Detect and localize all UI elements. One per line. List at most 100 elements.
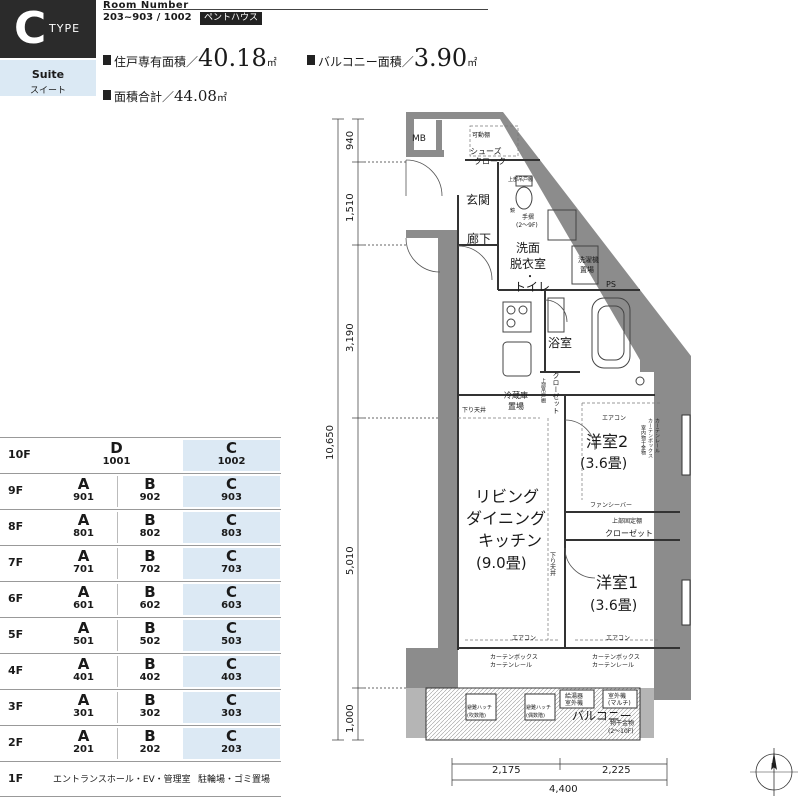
wall-top-diagonal <box>406 112 691 700</box>
ldk-label-3: キッチン <box>478 531 542 550</box>
handrail-label-2: (2～9F) <box>516 222 538 229</box>
horizontal-dimensions <box>451 758 668 786</box>
closet-vertical-label: クローゼット <box>552 372 560 414</box>
aircon-label-room2: エアコン <box>602 415 626 422</box>
dim-v1: 940 <box>345 131 356 150</box>
total-area-unit: ㎡ <box>216 93 227 104</box>
wall-sw-block <box>406 648 458 688</box>
room1-size: (3.6畳) <box>590 598 637 614</box>
unit-number: 501 <box>73 636 94 647</box>
total-area-value: 44.08 <box>174 87 217 105</box>
floor-label: 2F <box>8 736 24 749</box>
unit-number: 401 <box>73 672 94 683</box>
curtain-rail-label-ldk: カーテンレール <box>490 662 532 669</box>
window-east-lower <box>681 579 691 626</box>
ldk-label-1: リビング <box>475 487 539 506</box>
unit-letter: C <box>225 475 237 493</box>
balcony-area-unit: ㎡ <box>467 58 478 69</box>
balcony-area: バルコニー面積／3.90㎡ <box>307 44 477 72</box>
unit-number: 502 <box>139 636 161 647</box>
unit-letter: C <box>225 583 237 601</box>
unit-number: 602 <box>139 600 161 611</box>
shower-pan <box>547 297 565 333</box>
ldk-label-2: ダイニング <box>466 509 546 528</box>
wall-mb-right <box>436 120 442 156</box>
evac-hatch-label-1: 避難ハッチ <box>467 704 492 711</box>
unit-letter: A <box>77 619 90 637</box>
dim-h2: 2,225 <box>602 765 631 776</box>
unit-number: 303 <box>221 708 242 719</box>
unit-letter: C <box>225 619 237 637</box>
mirror-cabinet-label: 鏡 <box>510 207 515 214</box>
unit-number: 1002 <box>217 456 246 467</box>
unit-number: 301 <box>73 708 94 719</box>
unit-number: 403 <box>221 672 242 683</box>
upper-shelf-vertical-label: 上部吊戸棚 <box>540 377 546 404</box>
corridor-door-arc <box>405 237 441 273</box>
total-area: 面積合計／44.08㎡ <box>103 86 227 105</box>
floor-label: 6F <box>8 592 24 605</box>
unit-letter: B <box>144 583 156 601</box>
balcony-wall-left <box>406 688 426 738</box>
bath-door-arc <box>544 299 568 323</box>
floor-label: 9F <box>8 484 24 497</box>
dashed-details <box>458 125 660 641</box>
entrance-door-arc <box>405 159 443 197</box>
outdoor-unit-box-1 <box>559 689 595 709</box>
unit-letter: C <box>225 547 237 565</box>
evac-hatch-1 <box>465 693 497 721</box>
toilet-bowl <box>515 186 533 210</box>
floor-label: 1F <box>8 772 24 785</box>
unit-cell-d: D 1001 <box>51 440 182 471</box>
ground-right-text: 駐輪場・ゴミ置場 <box>198 775 271 785</box>
stove <box>502 301 532 333</box>
unit-number: 1001 <box>102 456 131 467</box>
unit-number: 702 <box>139 564 161 575</box>
unit-letter: B <box>144 475 156 493</box>
ps-label: PS <box>606 280 616 289</box>
window-east-upper <box>681 414 691 476</box>
bathtub-inner <box>597 305 625 361</box>
dim-h1: 2,175 <box>492 765 521 776</box>
wall-mb-bottom <box>406 150 444 157</box>
outdoor-unit-label-3: 室外機 <box>608 692 626 700</box>
floor-row-1f: 1F エントランスホール・EV・管理室 駐輪場・ゴミ置場 <box>0 761 281 797</box>
interior-walls <box>457 159 680 650</box>
unit-letter: B <box>144 511 156 529</box>
outdoor-unit-box-2 <box>602 689 638 709</box>
unit-number: 901 <box>73 492 94 503</box>
curtain-box-label-room1: カーテンボックス <box>592 653 640 661</box>
unit-letter: A <box>77 475 90 493</box>
room-labels: MB 可動棚 シューズ クローク 上部吊戸棚 玄関 鏡 手摺 (2～9F) 廊下… <box>412 131 660 735</box>
evac-hatch-2 <box>524 693 556 721</box>
hallway-label: 廊下 <box>467 231 491 246</box>
washer-label-2: 置場 <box>580 265 594 274</box>
dim-v2: 1,510 <box>345 193 356 222</box>
suite-en: Suite <box>31 68 65 81</box>
unit-number: 903 <box>221 492 242 503</box>
unit-number: 902 <box>139 492 161 503</box>
suite-badge: Suite スイート <box>0 60 96 96</box>
aircon-label-ldk: エアコン <box>512 635 536 642</box>
floor-label: 5F <box>8 628 24 641</box>
unit-number: 203 <box>221 744 242 755</box>
unit-letter: C <box>225 511 237 529</box>
bullet-square <box>103 90 111 100</box>
curtain-rail-label-room1: カーテンレール <box>592 662 634 669</box>
wall-se-block <box>655 648 691 688</box>
indoor-dry-label: 室内物干金物 <box>640 424 646 456</box>
door-swings <box>405 159 596 579</box>
dim-v3: 3,190 <box>345 323 356 352</box>
